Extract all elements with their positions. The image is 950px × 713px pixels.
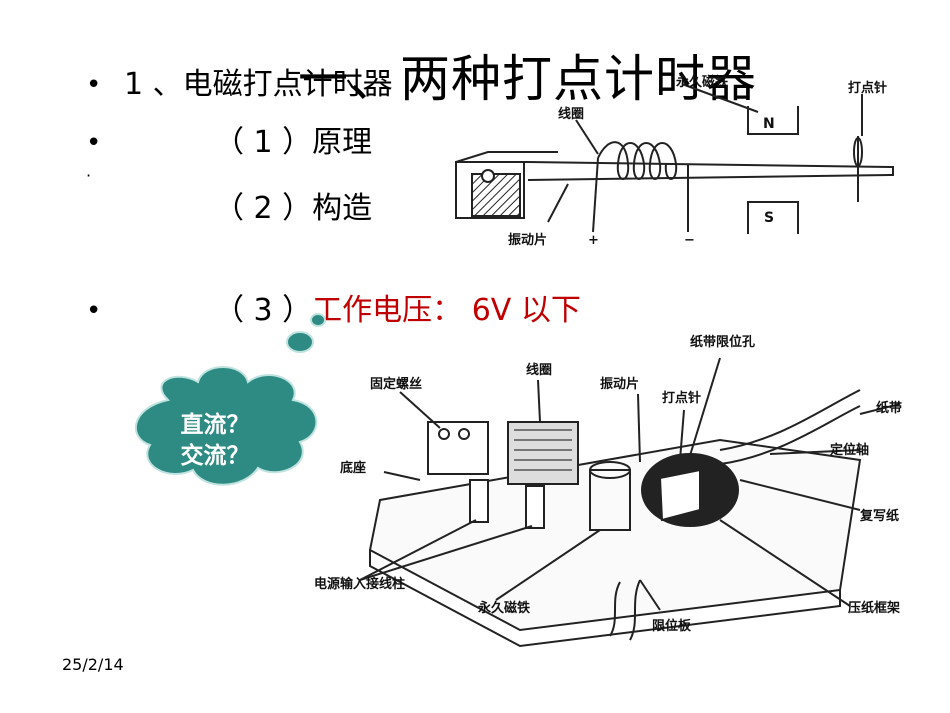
label-minus: − [684, 233, 695, 248]
slide-title: 一、两种打点计时器 [298, 50, 757, 108]
label-s-pole: S [764, 210, 774, 226]
label-axle: 定位轴 [829, 442, 869, 458]
label-hole: 纸带限位孔 [690, 334, 755, 350]
voltage-text: 工作电压： 6V 以下 [312, 293, 581, 328]
label-needle: 打点针 [848, 80, 887, 96]
label-base: 底座 [340, 460, 366, 476]
label-coil: 线圈 [558, 106, 584, 122]
principle-diagram: 永久磁铁 线圈 打点针 振动片 N S + − [455, 74, 894, 248]
cloud-line-dc: 直流？ [180, 412, 250, 438]
label-magnet-2: 永久磁铁 [477, 600, 530, 616]
label-carbon: 复写纸 [859, 508, 899, 524]
label-magnet: 永久磁铁 [675, 74, 728, 90]
cloud-line-ac: 交流？ [180, 443, 250, 470]
label-vibrating-plate-2: 振动片 [600, 376, 639, 392]
label-plus: + [588, 233, 599, 248]
label-tape: 纸带 [876, 400, 902, 416]
label-limit-plate: 限位板 [652, 618, 692, 634]
item-voltage: （ 3 ）工作电压： 6V 以下 [214, 296, 581, 326]
voltage-prefix: （ 3 ） [214, 293, 313, 328]
bullet-2: • [86, 128, 102, 158]
bullet-1: • [86, 70, 102, 100]
small-dot: · [86, 166, 92, 185]
label-vibrating-plate: 振动片 [508, 232, 547, 248]
slide-date: 25/2/14 [62, 655, 124, 674]
cloud-text: 直流？ 交流？ [160, 410, 270, 472]
label-screw: 固定螺丝 [370, 376, 422, 392]
item-structure: （ 2 ）构造 [214, 191, 373, 226]
label-terminals: 电源输入接线柱 [314, 576, 405, 592]
structure-diagram: 固定螺丝 线圈 纸带限位孔 振动片 打点针 纸带 定位轴 底座 复写纸 电源输入… [314, 334, 902, 648]
item-electromagnetic-timer: 1 、电磁打点计时器 [124, 67, 393, 102]
label-frame: 压纸框架 [848, 600, 900, 616]
thought-cloud [134, 313, 326, 486]
item-principle: （ 1 ）原理 [214, 125, 373, 160]
label-n-pole: N [763, 116, 775, 132]
label-needle-2: 打点针 [662, 390, 701, 406]
label-coil-2: 线圈 [526, 362, 552, 378]
bullet-4: • [86, 296, 102, 326]
